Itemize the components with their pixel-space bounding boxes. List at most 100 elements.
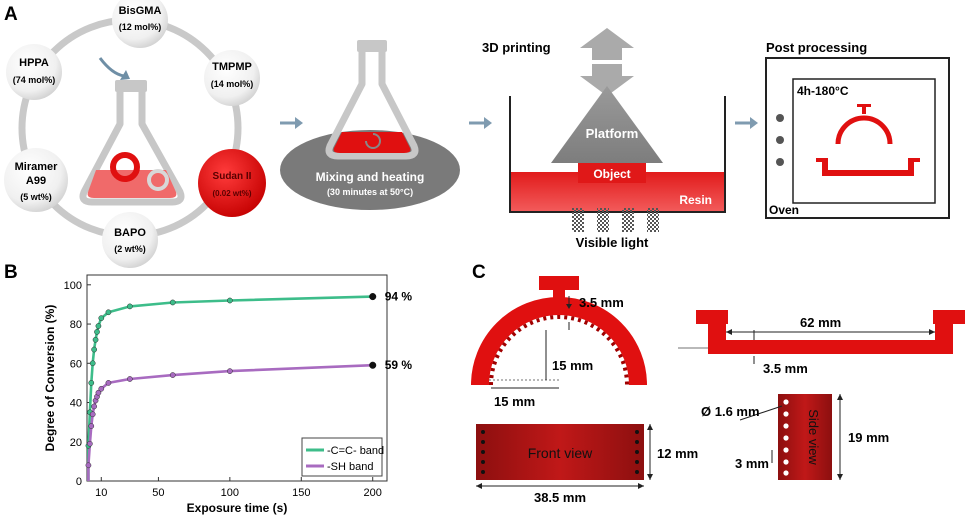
y-tick-label: 100 [64, 280, 82, 292]
x-tick-label: 50 [152, 487, 164, 499]
object-label: Object [593, 167, 630, 181]
pour-arrowhead-icon [120, 70, 130, 80]
data-point [105, 309, 112, 316]
bapo-name: BAPO [114, 227, 146, 239]
flask-icon [79, 80, 185, 206]
series-end-labels: 94 %59 % [385, 290, 413, 373]
hppa-name: HPPA [19, 57, 49, 69]
pour-arrow-icon [98, 57, 125, 78]
bisgma-name: BisGMA [119, 5, 162, 17]
data-point [227, 368, 233, 374]
bubble-miramer [4, 148, 68, 212]
sudan-amount: (0.02 wt%) [212, 189, 251, 198]
oven-knobs [776, 114, 784, 166]
oven-chamber [792, 78, 936, 204]
dim-arrowhead [638, 483, 644, 489]
step-arrow-icon [469, 117, 492, 129]
data-point [95, 389, 102, 396]
resin-label: Resin [679, 193, 712, 207]
front-length-label: 38.5 mm [534, 490, 586, 505]
bubble-hppa [6, 44, 62, 100]
plot-frame [86, 274, 388, 482]
legend-label-cc: -C=C- band [327, 445, 384, 457]
base-part-icon [816, 158, 920, 176]
y-axis-label: Degree of Conversion (%) [43, 305, 57, 452]
legend-label-sh: -SH band [327, 461, 373, 473]
data-point [88, 423, 95, 429]
printed-object [578, 163, 646, 183]
y-tick-label: 0 [76, 476, 82, 488]
side-view-label: Side view [806, 409, 821, 465]
base-thickness-label: 3.5 mm [763, 361, 808, 376]
resin-vat [509, 96, 726, 213]
dim-arrowhead [647, 424, 653, 430]
panel-label-c: C [472, 262, 486, 283]
tmpmp-amount: (14 mol%) [211, 79, 254, 89]
oven-label: Oven [769, 203, 799, 217]
dim-arrowhead [929, 329, 935, 335]
hole-diameter-label: Ø 1.6 mm [701, 404, 760, 419]
mixing-flask-icon [325, 40, 419, 160]
data-point [87, 440, 93, 447]
arch-part-icon [835, 104, 893, 145]
data-point [169, 299, 176, 306]
step-arrow-icon [280, 117, 303, 129]
bubble-bapo [102, 212, 158, 268]
series-end-label: 94 % [385, 290, 413, 304]
light-label: Visible light [576, 235, 649, 250]
bapo-amount: (2 wt%) [114, 244, 146, 254]
sudan-name: Sudan II [213, 171, 252, 182]
data-point [91, 403, 97, 410]
x-tick-label: 10 [95, 487, 107, 499]
dim-arrowhead [837, 474, 843, 480]
printing-title: 3D printing [482, 40, 551, 55]
series-points [85, 293, 377, 469]
data-point [98, 315, 105, 322]
legend: -C=C- band -SH band [301, 437, 384, 477]
y-tick-label: 20 [70, 437, 82, 449]
base-length-label: 62 mm [800, 315, 841, 330]
dim-arrowhead [476, 483, 482, 489]
x-tick-label: 100 [221, 487, 239, 499]
x-tick-label: 200 [364, 487, 382, 499]
hole-pitch-label: 3 mm [735, 456, 769, 471]
side-view-holes [783, 399, 789, 476]
data-point [94, 329, 100, 335]
data-point [98, 385, 105, 392]
platform [551, 86, 663, 163]
bubble-sudan [198, 149, 266, 217]
data-point [91, 346, 97, 353]
miramer-name-line2: A99 [26, 175, 46, 187]
miramer-name: Miramer [15, 161, 59, 173]
y-tick-label: 40 [70, 398, 82, 410]
post-title: Post processing [766, 40, 867, 55]
data-point [88, 380, 95, 386]
data-point [369, 361, 377, 369]
y-tick-label: 60 [70, 358, 82, 370]
dim-line [739, 405, 783, 421]
light-source-icon [572, 208, 659, 232]
data-point [369, 293, 377, 301]
arch-part-drawing [471, 276, 647, 386]
dim-arrowhead [647, 474, 653, 480]
x-axis-label: Exposure time (s) [187, 501, 288, 515]
dim-arrowhead [726, 329, 732, 335]
data-point [92, 336, 99, 343]
data-point [127, 376, 133, 382]
arch-height-label: 15 mm [552, 358, 593, 373]
panel-label-a: A [4, 4, 18, 25]
data-point [95, 323, 102, 329]
data-point [89, 360, 96, 367]
front-view-block [476, 424, 644, 480]
mixing-label: Mixing and heating [316, 170, 425, 184]
arch-radius-label: 15 mm [494, 394, 535, 409]
up-down-arrow-icon [580, 28, 634, 96]
base-part-drawing [696, 310, 965, 354]
data-point [127, 303, 133, 310]
side-height-label: 19 mm [848, 430, 889, 445]
front-view-holes [481, 430, 639, 474]
front-height-label: 12 mm [657, 446, 698, 461]
